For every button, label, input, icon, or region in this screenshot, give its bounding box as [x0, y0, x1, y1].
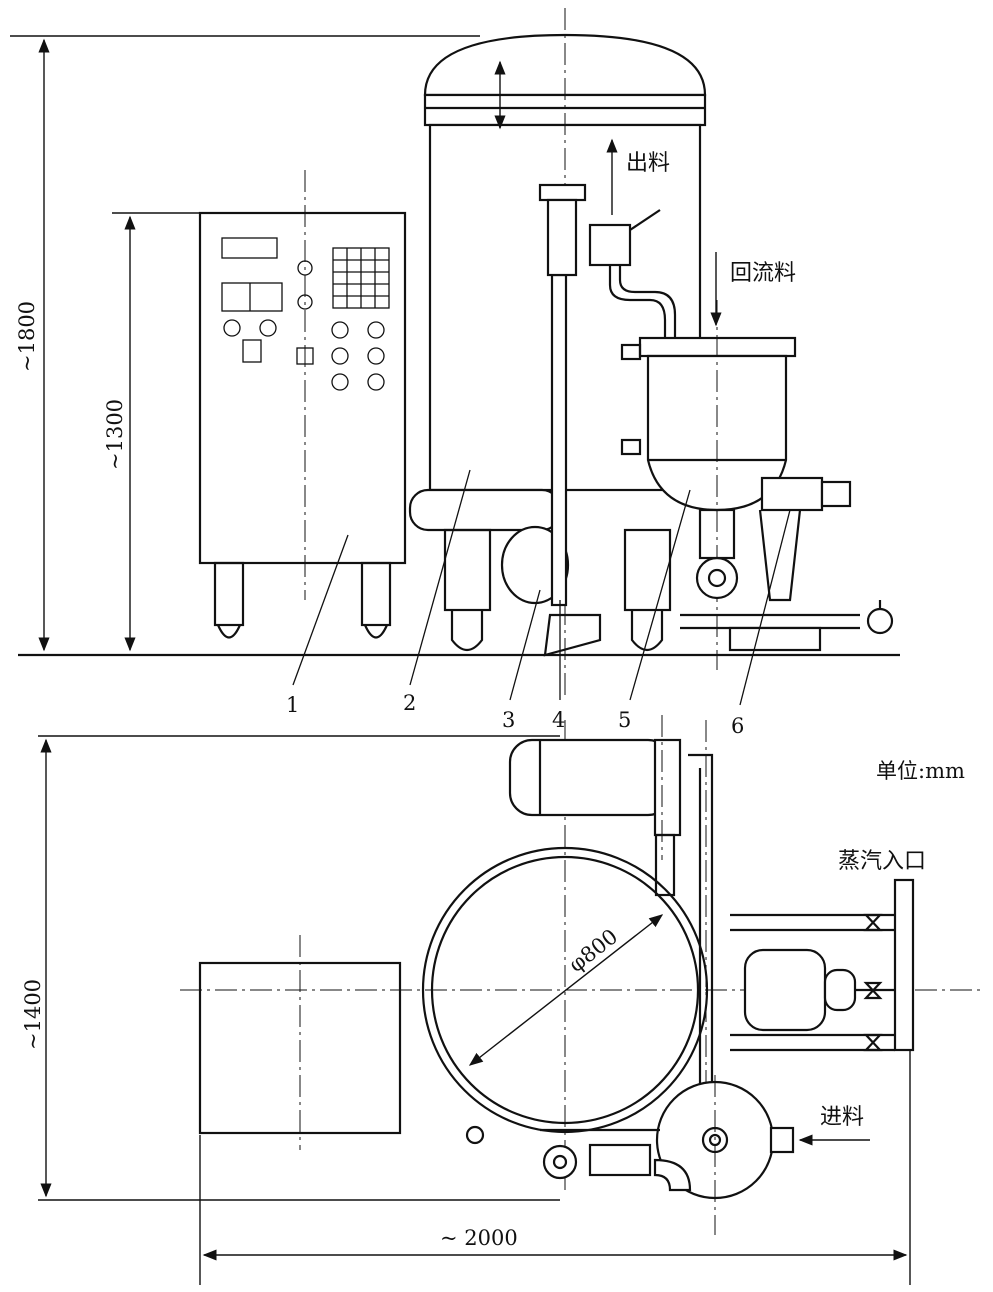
- width-label: ~ 2000: [440, 1226, 518, 1250]
- width-dimension: ~ 2000: [199, 1050, 911, 1285]
- cabinet-height-label: ~1300: [103, 399, 127, 470]
- part-number-3: 3: [502, 708, 515, 732]
- part-number-6: 6: [731, 714, 744, 738]
- top-view: 单位:mm ~1400 ~ 2000 φ800: [21, 715, 985, 1285]
- motor-plan: [508, 715, 682, 897]
- outlet-label: 出料: [626, 151, 670, 176]
- feed-pump-plan: [655, 1075, 795, 1235]
- bottom-valve-train: [540, 1128, 692, 1192]
- outlet-valve: [588, 209, 677, 340]
- unit-note: 单位:mm: [876, 759, 965, 783]
- front-view: ~1800 ~1300: [10, 8, 900, 738]
- feed-pump-assembly: [680, 476, 894, 652]
- depth-label: ~1400: [21, 979, 45, 1050]
- part-number-5: 5: [618, 708, 631, 732]
- tank-plan: φ800: [390, 720, 985, 1190]
- vertical-pipe: [538, 183, 587, 607]
- return-label: 回流料: [730, 261, 796, 286]
- leader-lines: [292, 469, 791, 706]
- steam-inlet-label: 蒸汽入口: [838, 849, 926, 874]
- steam-manifold: [730, 878, 915, 1052]
- part-number-2: 2: [403, 691, 416, 715]
- cabinet-plan: [180, 935, 420, 1150]
- control-cabinet: [198, 170, 407, 639]
- cabinet-height-dimension: ~1300: [103, 212, 200, 652]
- overall-height-label: ~1800: [15, 301, 39, 372]
- part-number-4: 4: [552, 708, 565, 732]
- part-number-1: 1: [286, 693, 299, 717]
- feed-inlet-label: 进料: [820, 1105, 864, 1130]
- overall-height-dimension: ~1800: [10, 35, 480, 652]
- depth-dimension: ~1400: [21, 735, 560, 1201]
